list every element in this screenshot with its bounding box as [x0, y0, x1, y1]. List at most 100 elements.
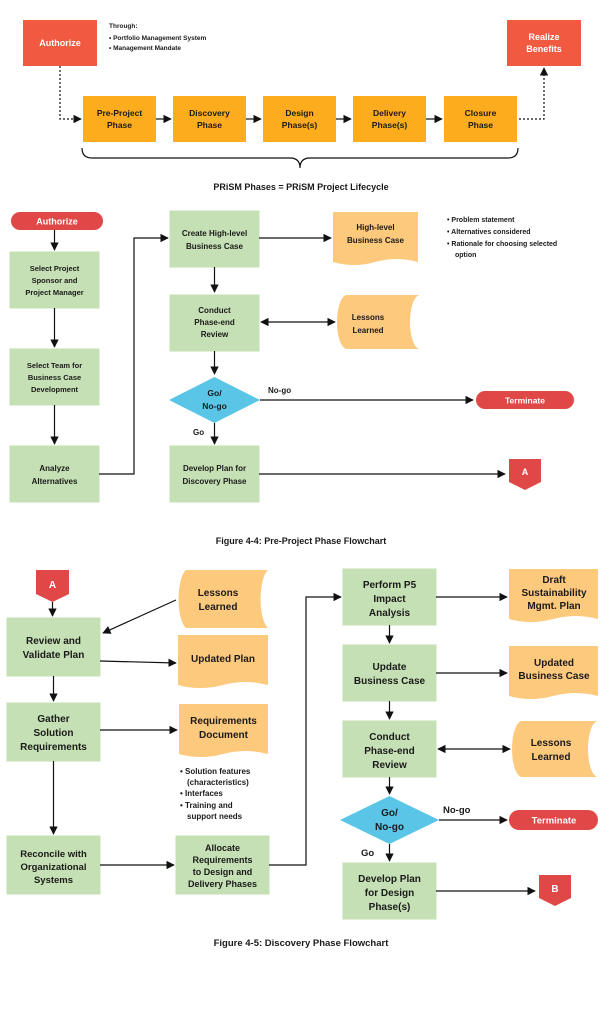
- phase-discovery-label-1: Discovery: [189, 108, 230, 118]
- develop-design-plan-box: [342, 862, 437, 920]
- req-note-2: • Interfaces: [180, 789, 223, 798]
- connector-a-offpage: [509, 459, 541, 490]
- phase-design-label-2: Phase(s): [282, 120, 318, 130]
- go-label: Go: [193, 428, 204, 437]
- allocate-label-3: to Design and: [193, 867, 253, 877]
- phase-closure-label-2: Phase: [468, 120, 493, 130]
- req-note-3: • Training and: [180, 801, 233, 810]
- select-sponsor-label-3: Project Manager: [25, 288, 83, 297]
- terminate-2-label: Terminate: [532, 816, 577, 827]
- allocate-label-2: Requirements: [192, 855, 252, 865]
- allocate-label-4: Delivery Phases: [188, 879, 257, 889]
- authorize-box: [23, 20, 97, 66]
- gather-requirements-box: [6, 702, 101, 762]
- draft-sustainability-doc: [509, 569, 598, 622]
- draft-label-1: Draft: [542, 575, 566, 586]
- review-validate-plan-box: [6, 617, 101, 677]
- go-nogo-decision: [169, 377, 260, 423]
- terminate-terminal-2: [509, 810, 598, 830]
- allocate-requirements-box: [175, 835, 270, 895]
- phase-pre-project: [83, 96, 156, 142]
- req-note-1b: (characteristics): [187, 778, 249, 787]
- select-team-box: [9, 348, 100, 406]
- req-note-3b: support needs: [187, 812, 243, 821]
- realize-benefits-box: [507, 20, 581, 66]
- figure-4-5-caption: Figure 4-5: Discovery Phase Flowchart: [214, 938, 390, 949]
- high-level-doc-label-2: Business Case: [347, 236, 404, 245]
- lessons-label-2: Learned: [352, 326, 383, 335]
- p5-label-1: Perform P5: [363, 580, 417, 591]
- requirements-doc: [179, 704, 268, 757]
- lifecycle-section: Authorize Through: • Portfolio Managemen…: [23, 20, 581, 192]
- note-2: • Alternatives considered: [447, 229, 531, 236]
- update-business-case-box: [342, 644, 437, 702]
- authorize-label: Authorize: [39, 38, 81, 48]
- through-title: Through:: [109, 23, 138, 30]
- create-case-label-1: Create High-level: [182, 229, 247, 238]
- terminate-terminal: [476, 391, 574, 409]
- updated-plan-label: Updated Plan: [191, 654, 255, 665]
- req-doc-label-1: Requirements: [190, 716, 257, 727]
- update-case-label-1: Update: [373, 662, 407, 673]
- authorize-terminal: [11, 212, 103, 230]
- reconcile-systems-box: [6, 835, 101, 895]
- phase-pre-project-label-2: Phase: [107, 120, 132, 130]
- phase-delivery-label-2: Phase(s): [372, 120, 408, 130]
- conduct-review-box-2: [342, 720, 437, 778]
- develop-plan-label-2: Discovery Phase: [182, 477, 247, 486]
- p5-label-3: Analysis: [369, 608, 411, 619]
- lessons-right-label-2: Learned: [532, 752, 571, 763]
- review-validate-label-1: Review and: [26, 636, 81, 647]
- phase-discovery-label-2: Phase: [197, 120, 222, 130]
- note-3: • Rationale for choosing selected: [447, 241, 557, 248]
- gather-label-3: Requirements: [20, 742, 87, 753]
- conduct-review-label-1: Conduct: [198, 306, 231, 315]
- develop-discovery-plan-box: [169, 445, 260, 503]
- arrow-analyze-to-create: [99, 233, 169, 475]
- analyze-label-1: Analyze: [39, 464, 70, 473]
- phase-pre-project-label-1: Pre-Project: [97, 108, 143, 118]
- conduct-review-label-2: Phase-end: [194, 318, 235, 327]
- authorize-terminal-label: Authorize: [36, 217, 78, 227]
- note-1: • Problem statement: [447, 217, 515, 224]
- gather-label-1: Gather: [37, 714, 69, 725]
- figure-4-5: A Lessons Learned Review and Validate Pl…: [6, 568, 598, 949]
- go-label-2: Go: [361, 848, 374, 859]
- connector-a-in: [36, 570, 69, 602]
- decision-2-label-2: No-go: [375, 822, 404, 833]
- conduct-review-box: [169, 294, 260, 352]
- allocate-label-1: Allocate: [205, 843, 240, 853]
- decision-label-1: Go/: [207, 388, 222, 398]
- nogo-label: No-go: [268, 386, 291, 395]
- draft-label-3: Mgmt. Plan: [527, 601, 580, 612]
- select-sponsor-box: [9, 251, 100, 309]
- lessons-right-label-1: Lessons: [531, 738, 572, 749]
- develop-plan-label-1: Develop Plan for: [183, 464, 246, 473]
- phase-delivery-label-1: Delivery: [373, 108, 406, 118]
- authorize-to-preproject-arrow: [59, 66, 82, 124]
- phase-closure: [444, 96, 517, 142]
- select-team-label-3: Development: [31, 385, 79, 394]
- conduct-review-label-3: Review: [201, 330, 229, 339]
- analyze-alternatives-box: [9, 445, 100, 503]
- conduct-review-2-label-1: Conduct: [369, 732, 410, 743]
- connector-b-label: B: [551, 884, 558, 895]
- p5-label-2: Impact: [373, 594, 406, 605]
- decision-2-label-1: Go/: [381, 808, 398, 819]
- phase-design-label-1: Design: [285, 108, 313, 118]
- figure-4-4-caption: Figure 4-4: Pre-Project Phase Flowchart: [216, 536, 387, 546]
- nogo-label-2: No-go: [443, 805, 471, 816]
- figure-4-4: Authorize Select Project Sponsor and Pro…: [9, 210, 574, 546]
- connector-a-label: A: [522, 467, 529, 477]
- develop-design-label-2: for Design: [365, 888, 414, 899]
- decision-label-2: No-go: [202, 401, 227, 411]
- select-team-label-1: Select Team for: [27, 361, 82, 370]
- lessons-learned-top-store: [178, 570, 268, 628]
- phase-discovery: [173, 96, 246, 142]
- select-team-label-2: Business Case: [28, 373, 81, 382]
- update-case-label-2: Business Case: [354, 676, 426, 687]
- through-item-2: • Management Mandate: [109, 45, 181, 52]
- analyze-label-2: Alternatives: [32, 477, 78, 486]
- reconcile-label-2: Organizational: [21, 862, 87, 873]
- draft-label-2: Sustainability: [521, 588, 586, 599]
